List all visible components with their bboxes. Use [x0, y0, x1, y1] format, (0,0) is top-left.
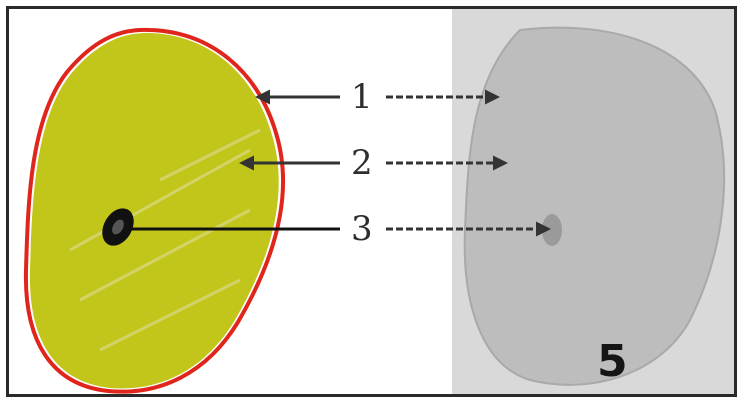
micrograph-cell	[465, 28, 724, 385]
label-2: 2	[351, 146, 373, 180]
label-3: 3	[351, 212, 373, 246]
highlighted-cytoplasm	[30, 33, 279, 389]
panel-number: 5	[597, 340, 628, 384]
label-1: 1	[351, 80, 373, 114]
micrograph-nucleus	[542, 214, 562, 246]
